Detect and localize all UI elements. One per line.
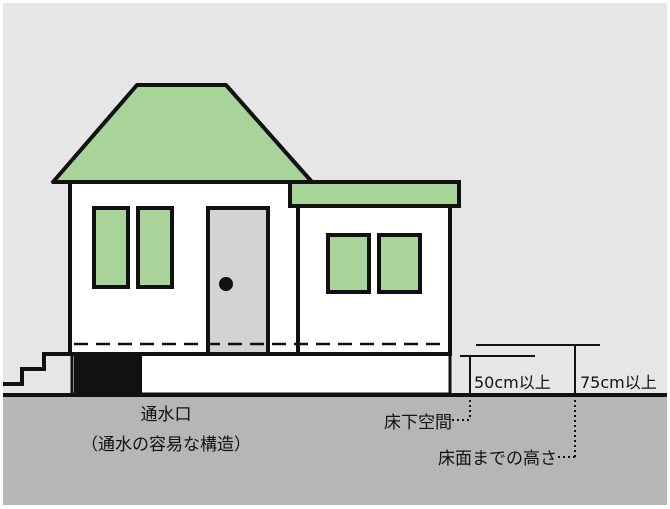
window [326,233,371,294]
crawl-space-label: 床下空間 [384,413,452,433]
dim-50-label: 50cm以上 [474,373,551,392]
front-door [206,206,270,356]
window [92,206,130,289]
door-knob [219,277,233,291]
main-roof [51,83,314,184]
vent-note: （通水の容易な構造） [81,435,251,455]
annex-wall [296,202,452,356]
window [377,233,422,294]
annex-roof [288,180,461,208]
ground-fill [3,395,667,505]
window [136,206,174,289]
dim-75-label: 75cm以上 [580,373,657,392]
floor-height-label: 床面までの高さ [438,449,557,469]
water-vent-opening [74,356,142,394]
entrance-steps [3,352,72,386]
vent-title: 通水口 [141,405,192,425]
